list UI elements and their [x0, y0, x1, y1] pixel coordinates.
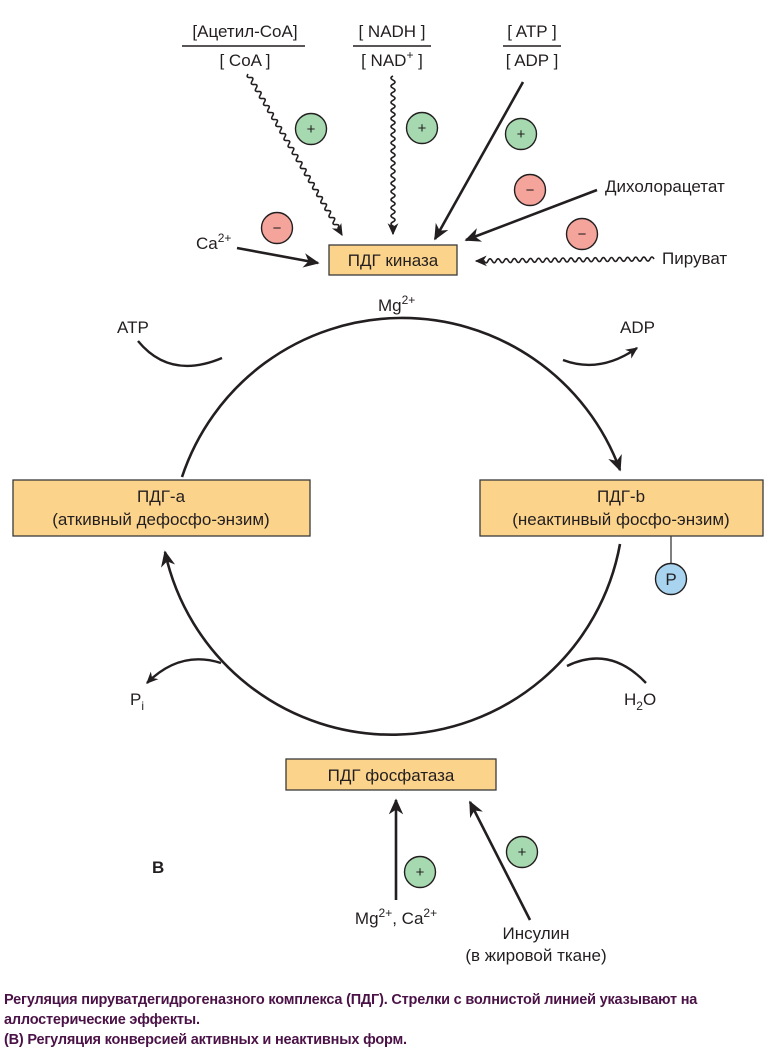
plus-icon: + — [418, 120, 427, 137]
box-phosphatase: ПДГ фосфатаза — [285, 758, 497, 791]
minus-icon: − — [526, 182, 535, 199]
label-calcium: Ca2+ — [196, 231, 231, 253]
label-insulin: Инсулин — [502, 924, 569, 943]
ratio-nadh-nad: [ NADH ] [ NAD+ ] — [353, 22, 431, 70]
activator-ions: + — [403, 855, 437, 889]
ratio-nad-denominator: [ NAD+ ] — [361, 48, 423, 70]
box-phosphatase-label: ПДГ фосфатаза — [328, 766, 455, 785]
box-pdh-b-subtitle: (неактинвый фосфо-энзим) — [512, 510, 729, 529]
phosphate-tag: P — [654, 536, 688, 596]
phosphate-tag-label: P — [665, 570, 676, 589]
ratio-acetylcoa-coa: [Ацетил-CoA] [ CoA ] — [182, 22, 305, 70]
arrow-atp-adp — [433, 81, 525, 241]
adp-output-arrow — [562, 347, 638, 366]
activator-insulin: + — [505, 835, 539, 869]
label-pi: Pi — [130, 690, 144, 713]
ratio-atp-numerator: [ ATP ] — [507, 22, 556, 41]
wavy-arrow-nadh — [387, 75, 399, 236]
box-kinase-label: ПДГ киназа — [348, 251, 439, 270]
label-dichloroacetate: Дихолорацетат — [605, 177, 725, 196]
arrow-insulin — [468, 800, 532, 921]
label-insulin-tissue: (в жировой ткане) — [465, 946, 606, 965]
pi-output-arrow — [146, 658, 222, 684]
figure-caption: Регуляция пируватдегидрогеназного компле… — [4, 990, 774, 1050]
box-kinase: ПДГ киназа — [328, 244, 458, 276]
ratio-nadh-numerator: [ NADH ] — [358, 22, 425, 41]
conversion-cycle — [161, 316, 622, 737]
label-adp: ADP — [620, 318, 655, 337]
atp-input-curve — [137, 340, 223, 368]
box-pdh-a-title: ПДГ-а — [137, 487, 186, 506]
box-pdh-a: ПДГ-а (аткивный дефосфо-энзим) — [12, 479, 311, 537]
plus-icon: + — [307, 121, 316, 138]
inhibitor-calcium: − — [260, 211, 294, 245]
label-water: H2O — [624, 690, 656, 713]
phosphatase-input-arrows — [388, 798, 532, 921]
caption-line-3: (В) Регуляция конверсией активных и неак… — [4, 1032, 407, 1048]
kinase-input-arrows — [236, 73, 655, 268]
ratio-adp-denominator: [ ADP ] — [506, 51, 559, 70]
label-atp: ATP — [117, 318, 149, 337]
label-pyruvate: Пируват — [662, 249, 727, 268]
activator-nadh: + — [405, 111, 439, 145]
cycle-arc-dephosphorylation — [161, 543, 622, 737]
panel-label: B — [152, 858, 164, 877]
caption-line-1: Регуляция пируватдегидрогеназного компле… — [4, 992, 698, 1008]
label-ions: Mg2+, Ca2+ — [355, 906, 437, 928]
water-input-curve — [566, 657, 647, 684]
activator-atp: + — [504, 117, 538, 151]
inhibitor-dichloroacetate: − — [513, 173, 547, 207]
box-pdh-b-title: ПДГ-b — [597, 487, 645, 506]
box-pdh-b: ПДГ-b (неактинвый фосфо-энзим) — [479, 479, 764, 537]
plus-icon: + — [518, 844, 527, 861]
pdh-regulation-diagram: ПДГ киназа ПДГ-а (аткивный дефосфо-энзим… — [12, 22, 764, 965]
ratio-acetylcoa-numerator: [Ацетил-CoA] — [192, 22, 297, 41]
minus-icon: − — [273, 220, 282, 237]
plus-icon: + — [416, 864, 425, 881]
box-pdh-a-subtitle: (аткивный дефосфо-энзим) — [52, 510, 269, 529]
arrow-calcium — [236, 246, 320, 268]
ratio-atp-adp: [ ATP ] [ ADP ] — [503, 22, 561, 70]
ratio-acetylcoa-denominator: [ CoA ] — [219, 51, 270, 70]
minus-icon: − — [578, 226, 587, 243]
effect-markers: + + + − − − + + — [260, 111, 599, 889]
inhibitor-pyruvate: − — [565, 217, 599, 251]
cycle-arc-phosphorylation — [180, 316, 622, 478]
label-kinase-cofactor: Mg2+ — [378, 293, 415, 315]
arrow-dichloroacetate — [464, 188, 598, 242]
plus-icon: + — [517, 126, 526, 143]
side-arrows — [137, 340, 647, 684]
wavy-arrow-acetylcoa — [246, 73, 343, 237]
wavy-arrow-pyruvate — [474, 255, 655, 267]
caption-line-2: аллостерические эффекты. — [4, 1012, 200, 1028]
activator-acetylcoa: + — [294, 112, 328, 146]
